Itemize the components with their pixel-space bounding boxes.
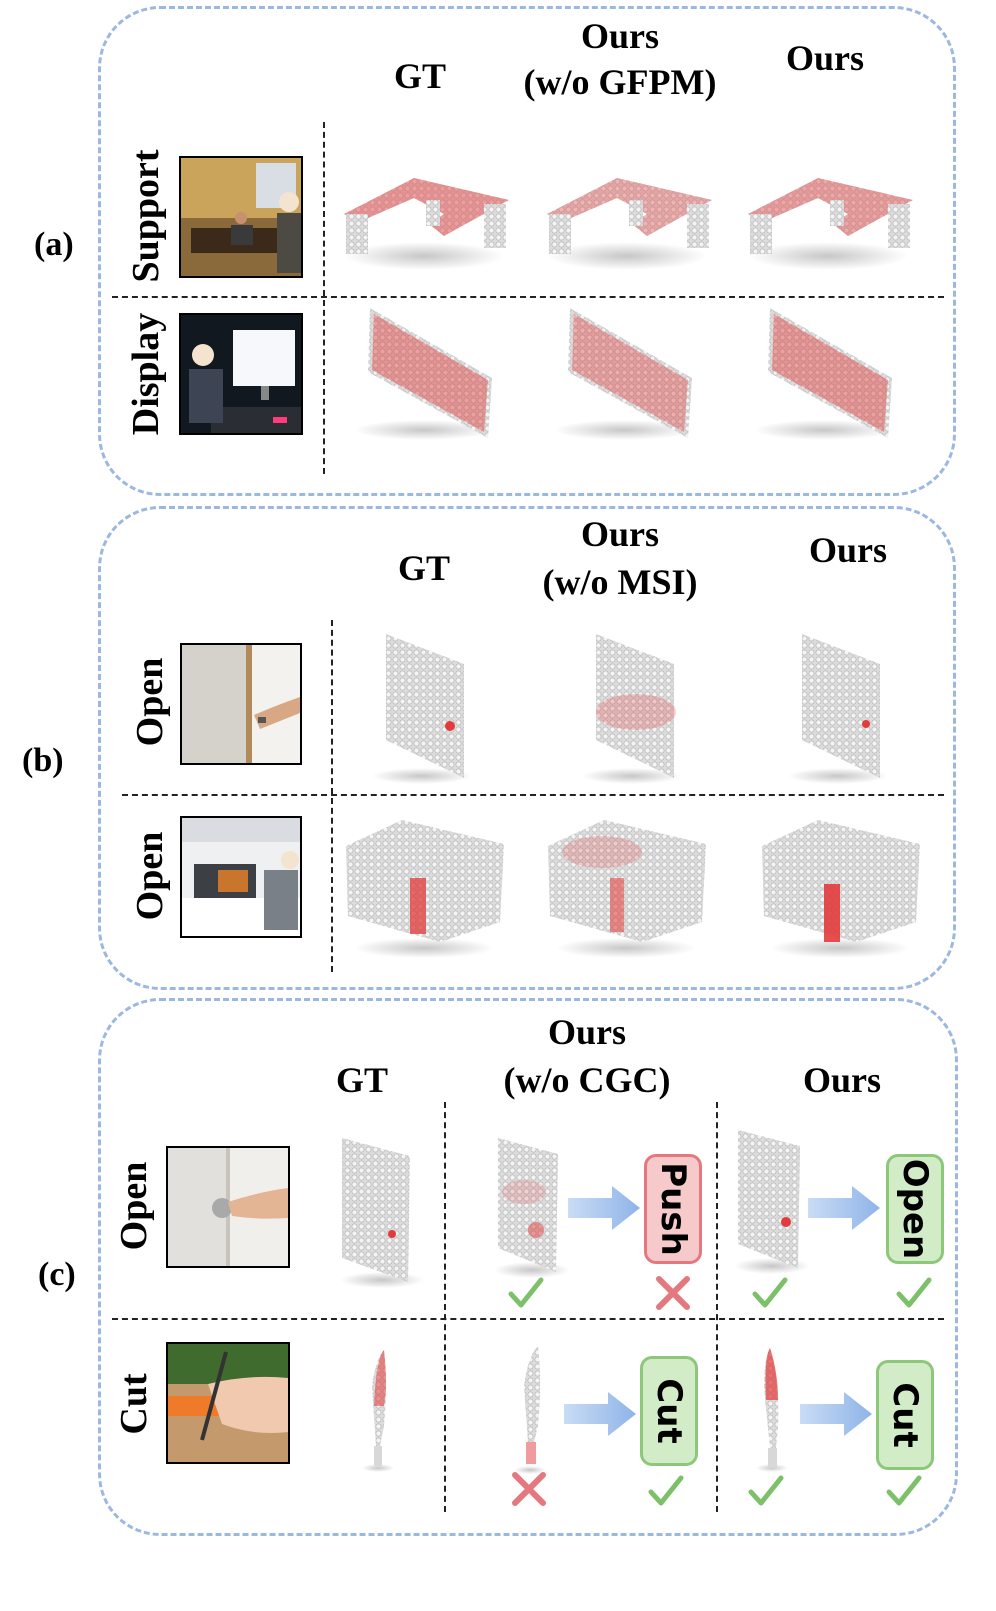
panel-a-label: (a) [34, 226, 74, 263]
panel-c-header-gt: GT [335, 1060, 388, 1100]
row-label-support: Support [125, 149, 167, 283]
panel-c-divider-horizontal [112, 1318, 944, 1320]
panel-a-divider-horizontal [112, 296, 944, 298]
panel-c-header-ablation-line2: (w/o CGC) [503, 1060, 671, 1100]
pointcloud-knob-ablation [494, 1138, 570, 1278]
prediction-tag-cut-ours: Cut [876, 1360, 934, 1470]
panel-b-header-ours: Ours [808, 530, 887, 570]
pointcloud-knife-ablation [514, 1346, 546, 1474]
panel-a-header-ablation-line2: (w/o GFPM) [523, 62, 717, 102]
pointcloud-microwave-ablation [548, 820, 706, 958]
panel-c-divider-vertical-2 [716, 1102, 718, 1512]
prediction-tag-label: Cut [649, 1378, 689, 1444]
prediction-tag-cut-ablation: Cut [640, 1356, 698, 1466]
photo-open-door [180, 643, 302, 765]
check-icon [896, 1277, 932, 1308]
prediction-tag-label: Push [653, 1162, 693, 1256]
pointcloud-desk-ablation [547, 178, 712, 270]
row-label-open-microwave: Open [129, 831, 171, 921]
pointcloud-door-gt [372, 634, 472, 784]
panel-a [98, 6, 956, 496]
panel-b-header-ablation-line1: Ours [580, 514, 659, 554]
pointcloud-door-ours [788, 634, 888, 784]
check-icon [508, 1277, 544, 1308]
row-label-open-knob: Open [113, 1161, 155, 1251]
panel-c-header-ours: Ours [802, 1060, 881, 1100]
prediction-tag-label: Open [895, 1158, 935, 1260]
panel-b [98, 506, 956, 990]
panel-b-divider-horizontal [122, 794, 944, 796]
check-icon [752, 1277, 788, 1308]
prediction-tag-label: Cut [885, 1382, 925, 1448]
pointcloud-microwave-gt [346, 820, 504, 958]
panel-c-divider-vertical-1 [444, 1102, 446, 1512]
pointcloud-screen-ablation [554, 308, 694, 440]
row-label-display: Display [125, 312, 167, 436]
pointcloud-desk-ours [748, 178, 913, 270]
row-label-open-door: Open [129, 657, 171, 747]
pointcloud-door-ablation [582, 634, 682, 784]
panel-a-divider-vertical [323, 122, 325, 474]
prediction-tag-open: Open [886, 1154, 944, 1264]
arrow-right-icon [808, 1186, 880, 1230]
panel-b-divider-vertical [331, 620, 333, 972]
check-icon [886, 1475, 922, 1506]
panel-b-label: (b) [22, 742, 64, 779]
prediction-tag-push: Push [644, 1154, 702, 1264]
panel-c [98, 998, 958, 1536]
arrow-right-icon [800, 1392, 872, 1436]
pointcloud-microwave-ours [762, 820, 920, 958]
panel-b-header-gt: GT [397, 548, 450, 588]
pointcloud-knob-gt [340, 1138, 424, 1288]
pointcloud-screen-gt [354, 308, 494, 440]
panel-a-header-gt: GT [393, 56, 446, 96]
pointcloud-screen-ours [754, 308, 894, 440]
panel-b-header-ablation-line2: (w/o MSI) [542, 562, 698, 602]
arrow-right-icon [568, 1186, 640, 1230]
cross-icon [656, 1276, 690, 1310]
photo-support-table [179, 156, 303, 278]
pointcloud-knob-ours [734, 1130, 810, 1274]
photo-open-knob [166, 1146, 290, 1268]
panel-c-label: (c) [38, 1256, 76, 1293]
check-icon [648, 1475, 684, 1506]
panel-c-header-ablation-line1: Ours [547, 1012, 626, 1052]
photo-open-microwave [180, 816, 302, 938]
panel-a-header-ablation-line1: Ours [580, 16, 659, 56]
row-label-cut: Cut [113, 1373, 155, 1435]
check-icon [748, 1475, 784, 1506]
arrow-right-icon [564, 1392, 636, 1436]
pointcloud-knife-gt [362, 1350, 394, 1472]
photo-display-monitor [179, 313, 303, 435]
cross-icon [512, 1472, 546, 1506]
pointcloud-desk-gt [344, 178, 509, 270]
panel-a-header-ours: Ours [785, 38, 864, 78]
photo-cut-knife [166, 1342, 290, 1464]
pointcloud-knife-ours [756, 1348, 788, 1472]
